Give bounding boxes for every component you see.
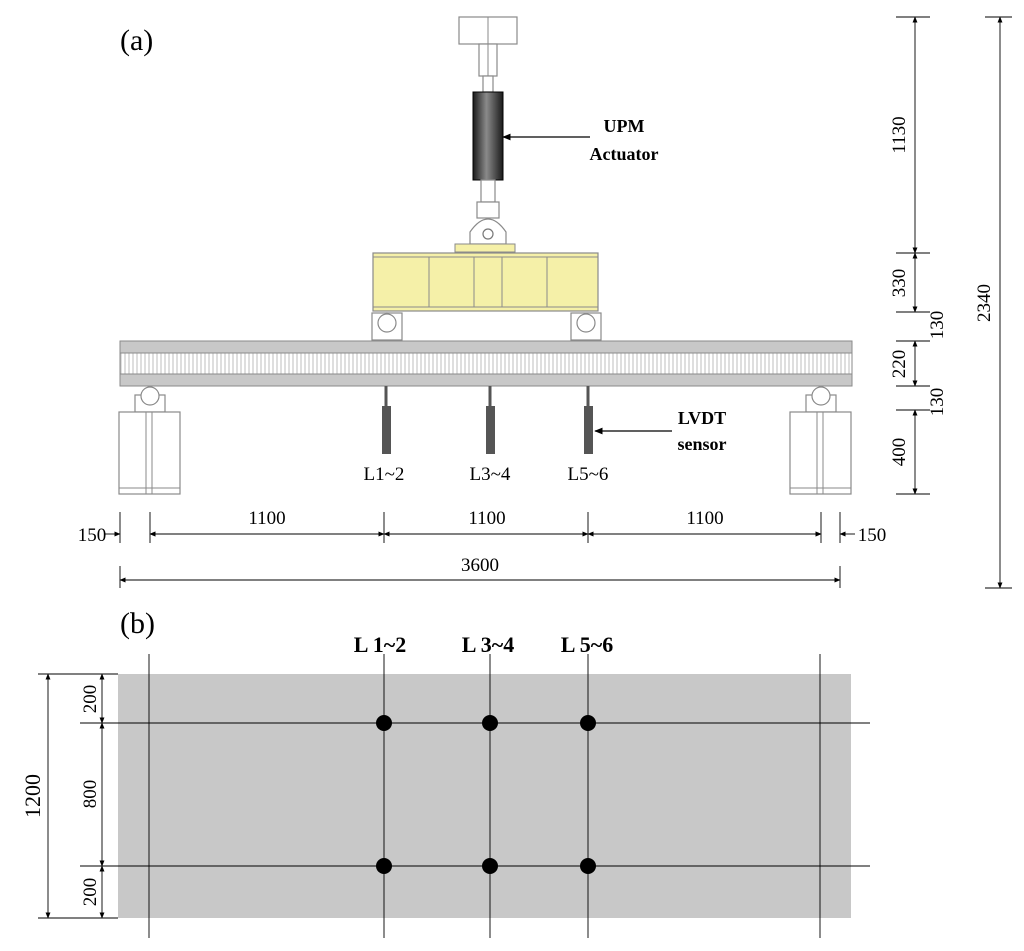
lvdt-measurement-points	[376, 715, 596, 874]
column-label-l1-2: L 1~2	[354, 632, 406, 657]
dim-core: 220	[889, 350, 910, 379]
plan-dim-middle: 800	[80, 780, 101, 809]
dim-total-length: 3600	[461, 555, 499, 576]
specimen-plan-view	[118, 674, 851, 918]
panel-a-label: (a)	[120, 24, 153, 57]
lvdt-label-line1: LVDT	[678, 408, 726, 428]
dim-left-overhang: 150	[78, 525, 107, 546]
upm-actuator	[454, 16, 518, 253]
sensor-label-l3-4: L3~4	[470, 464, 511, 485]
dim-total-height: 2340	[974, 284, 995, 322]
plan-dim-bottom: 200	[80, 878, 101, 907]
dim-spreader-height: 330	[889, 269, 910, 298]
lvdt-sensor-2	[486, 386, 495, 454]
dim-actuator-height: 1130	[889, 116, 910, 153]
plan-dim-total: 1200	[20, 774, 45, 818]
horizontal-dimensions	[105, 512, 855, 588]
load-roller-right	[570, 312, 602, 341]
panel-b-label: (b)	[120, 607, 155, 640]
actuator-label-line1: UPM	[604, 116, 645, 136]
lvdt-sensor-3	[584, 386, 593, 454]
column-label-l3-4: L 3~4	[462, 632, 514, 657]
sensor-label-l1-2: L1~2	[364, 464, 405, 485]
dim-span-3: 1100	[686, 508, 723, 529]
plan-vertical-dimensions	[38, 673, 118, 919]
lvdt-label-line2: sensor	[678, 434, 727, 454]
lvdt-sensor-1	[382, 386, 391, 454]
column-label-l5-6: L 5~6	[561, 632, 613, 657]
spreader-beam	[372, 252, 599, 312]
vertical-dimensions	[896, 16, 1012, 589]
support-left	[118, 386, 181, 495]
actuator-label-line2: Actuator	[590, 144, 659, 164]
dim-span-2: 1100	[468, 508, 505, 529]
plan-dim-top: 200	[80, 685, 101, 714]
sandwich-panel-specimen	[119, 340, 853, 387]
load-roller-left	[371, 312, 403, 341]
support-right	[789, 386, 852, 495]
dim-span-1: 1100	[248, 508, 285, 529]
dim-support-height: 400	[889, 438, 910, 467]
dim-right-overhang: 150	[858, 525, 887, 546]
dim-bottom-flange: 130	[927, 388, 948, 417]
dim-top-flange: 130	[927, 311, 948, 340]
sensor-label-l5-6: L5~6	[568, 464, 609, 485]
